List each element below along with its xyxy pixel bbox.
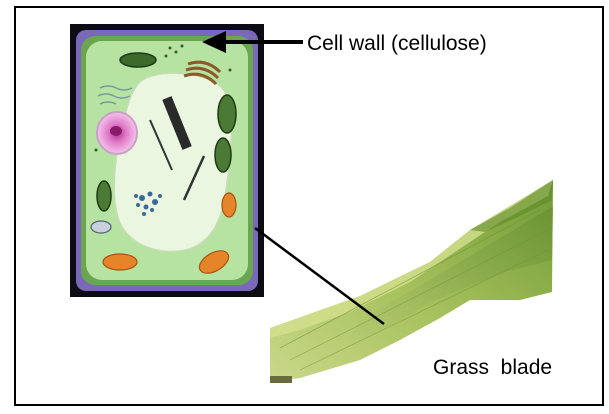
grass-blade-image [270, 180, 553, 383]
cell-wall-label: Cell wall (cellulose) [307, 33, 487, 54]
plant-cell-image [70, 24, 264, 297]
cell-to-grass-connector [255, 228, 384, 324]
grass-blade-label: Grass blade [433, 357, 552, 378]
